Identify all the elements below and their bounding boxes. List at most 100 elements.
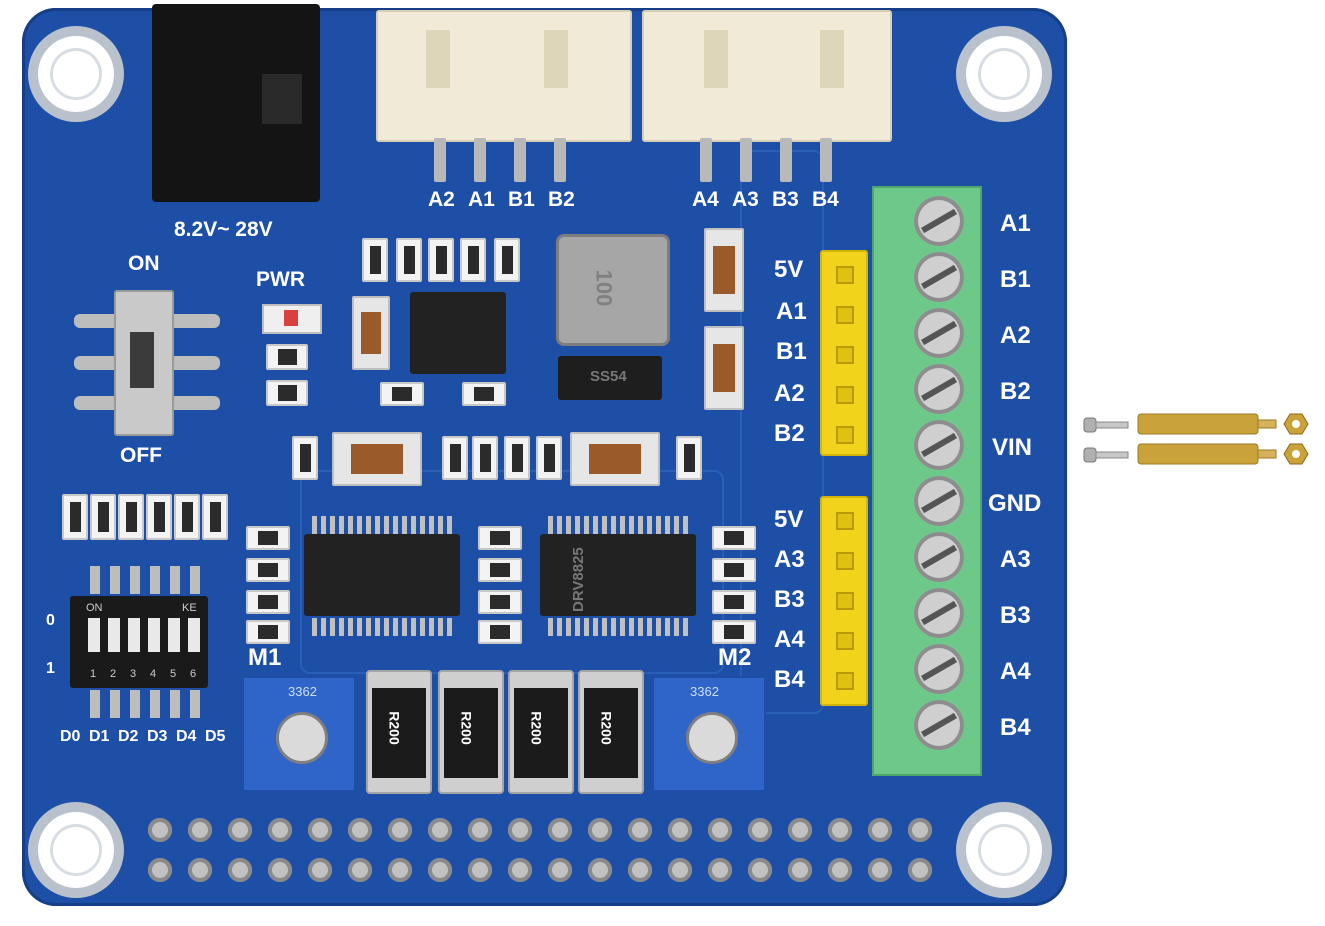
terminal-label: B4 <box>1000 714 1031 741</box>
chip-pins <box>548 516 688 534</box>
smd-resistor <box>462 382 506 406</box>
smd-resistor <box>202 494 228 540</box>
chip-pins <box>548 618 688 636</box>
pin-header-bottom <box>820 496 868 706</box>
smd-resistor <box>146 494 172 540</box>
smd-resistor <box>266 344 308 370</box>
smd-resistor <box>478 620 522 644</box>
smd-resistor <box>478 590 522 614</box>
pwr-label: PWR <box>256 268 305 291</box>
header-label: B2 <box>774 420 805 447</box>
dip-channel-label: D4 <box>176 728 197 745</box>
switch-on-label: ON <box>128 252 160 275</box>
connector-pin-label: A3 <box>732 188 759 211</box>
terminal-label: A3 <box>1000 546 1031 573</box>
dip-number: 2 <box>110 668 117 680</box>
terminal-label: GND <box>988 490 1042 517</box>
nut-icon <box>1283 413 1309 465</box>
gpio-header-row-top <box>148 818 932 842</box>
smd-resistor <box>380 382 424 406</box>
terminal-label: B2 <box>1000 378 1031 405</box>
connector-pin-label: B2 <box>548 188 575 211</box>
dip-zero-label: 0 <box>46 612 55 629</box>
smd-resistor <box>536 436 562 480</box>
smd-resistor <box>246 590 290 614</box>
smd-resistor <box>396 238 422 282</box>
header-label: B3 <box>774 586 805 613</box>
header-label: B4 <box>774 666 805 693</box>
header-label: B1 <box>776 338 807 365</box>
smd-resistor <box>246 558 290 582</box>
smd-resistor <box>494 238 520 282</box>
smd-resistor <box>460 238 486 282</box>
dip-number: 6 <box>190 668 197 680</box>
dip-number: 4 <box>150 668 157 680</box>
current-limit-potentiometer-m2: 3362 <box>652 676 766 792</box>
resistor-marking: R200 <box>528 711 545 745</box>
smd-resistor <box>118 494 144 540</box>
dip-channel-label: D2 <box>118 728 139 745</box>
smd-resistor <box>362 238 388 282</box>
sense-resistor: R200 <box>578 670 644 794</box>
resistor-marking: R200 <box>598 711 615 745</box>
smd-resistor <box>504 436 530 480</box>
header-label: 5V <box>774 506 804 533</box>
diode-marking: SS54 <box>590 368 627 385</box>
smd-resistor <box>292 436 318 480</box>
smd-resistor <box>442 436 468 480</box>
smd-resistor <box>478 558 522 582</box>
inductor-marking: 100 <box>591 269 617 307</box>
brass-standoff-icon <box>1137 413 1277 465</box>
chip-pins <box>312 618 452 636</box>
header-label: A1 <box>776 298 807 325</box>
smd-resistor <box>266 380 308 406</box>
smd-resistor <box>174 494 200 540</box>
pot-marking: 3362 <box>288 684 317 699</box>
mounting-accessories <box>1080 396 1312 476</box>
connector-pin-label: B1 <box>508 188 535 211</box>
sense-resistor: R200 <box>508 670 574 794</box>
power-inductor: 100 <box>556 234 670 346</box>
dip-one-label: 1 <box>46 660 55 677</box>
header-label: A3 <box>774 546 805 573</box>
mounting-hole <box>38 36 114 112</box>
pin-header-top <box>820 250 868 456</box>
smd-resistor <box>246 526 290 550</box>
mounting-hole <box>38 812 114 888</box>
terminal-label: VIN <box>992 434 1033 461</box>
sense-resistor: R200 <box>366 670 432 794</box>
smd-resistor <box>712 526 756 550</box>
smd-resistor <box>472 436 498 480</box>
chip-pins <box>312 516 452 534</box>
schottky-diode: SS54 <box>558 356 662 400</box>
smd-resistor <box>90 494 116 540</box>
dip-number: 5 <box>170 668 177 680</box>
dip-channel-label: D0 <box>60 728 81 745</box>
header-label: A4 <box>774 626 805 653</box>
smd-capacitor <box>332 432 422 486</box>
dip-number: 1 <box>90 668 97 680</box>
header-label: 5V <box>774 256 804 283</box>
smd-capacitor <box>352 296 390 370</box>
connector-pin-label: A2 <box>428 188 455 211</box>
mounting-hole <box>966 36 1042 112</box>
motor-connector-right <box>642 10 892 142</box>
smd-resistor <box>62 494 88 540</box>
motor1-label: M1 <box>248 644 282 671</box>
connector-pin-label: B4 <box>812 188 839 211</box>
terminal-label: B1 <box>1000 266 1031 293</box>
dip-on-label: ON <box>86 602 103 614</box>
motor2-label: M2 <box>718 644 752 671</box>
smd-capacitor <box>570 432 660 486</box>
motor-connector-left <box>376 10 632 142</box>
sense-resistor: R200 <box>438 670 504 794</box>
power-led <box>262 304 322 334</box>
smd-resistor <box>428 238 454 282</box>
connector-pin-label: A4 <box>692 188 719 211</box>
smd-capacitor <box>704 228 744 312</box>
current-limit-potentiometer-m1: 3362 <box>242 676 356 792</box>
dip-number: 3 <box>130 668 137 680</box>
smd-resistor <box>676 436 702 480</box>
mounting-hole <box>966 812 1042 888</box>
header-label: A2 <box>774 380 805 407</box>
